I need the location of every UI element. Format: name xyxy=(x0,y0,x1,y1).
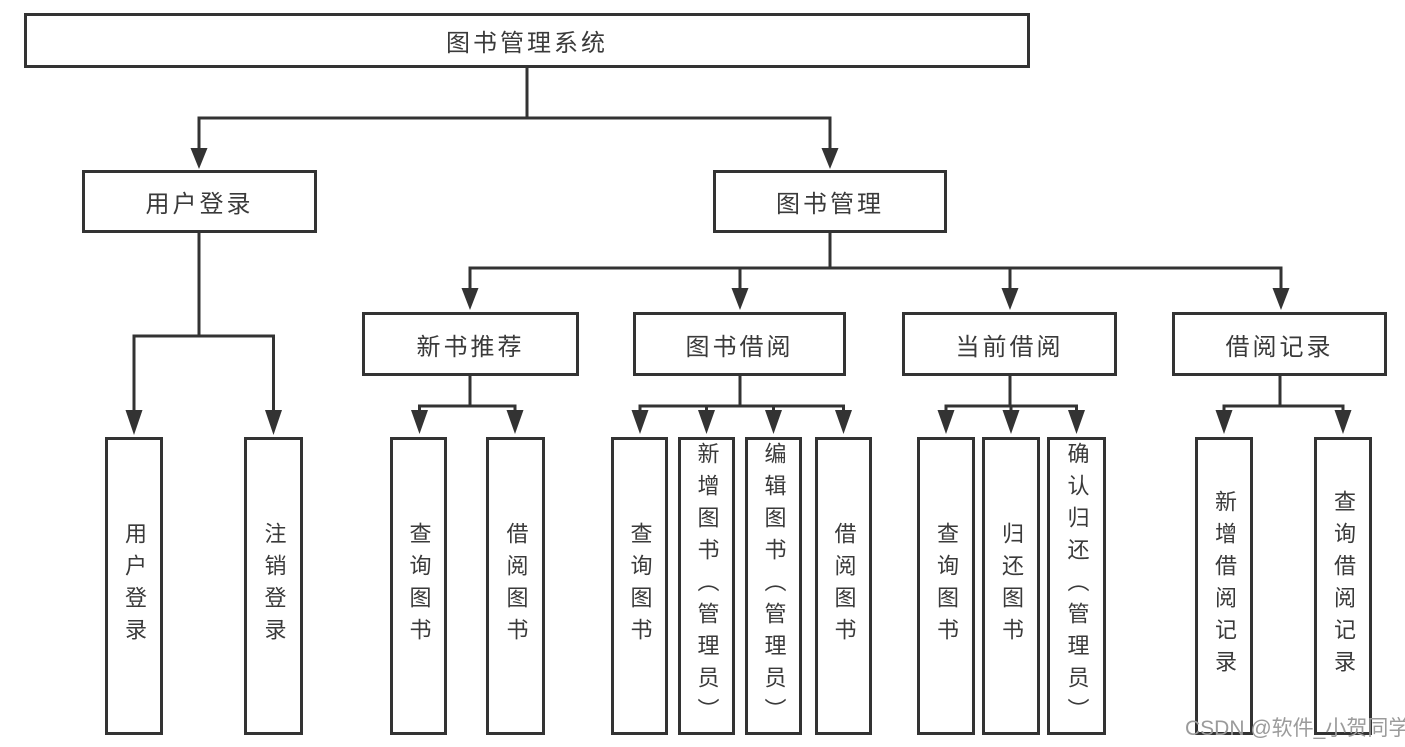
node-label: 编辑图书（管理员） xyxy=(761,442,787,730)
leaf-confirm-return-admin: 确认归还（管理员） xyxy=(1047,437,1106,735)
connector-segments xyxy=(132,68,1345,412)
node-label: 查询图书 xyxy=(406,522,432,650)
node-label: 借阅记录 xyxy=(1225,333,1334,361)
leaf-query-books-current: 查询图书 xyxy=(917,437,975,735)
leaf-edit-book-admin: 编辑图书（管理员） xyxy=(745,437,802,735)
node-borrowing-records: 借阅记录 xyxy=(1172,312,1387,376)
leaf-logout: 注销登录 xyxy=(244,437,303,735)
node-root-library-system: 图书管理系统 xyxy=(24,13,1030,68)
node-label: 查询借阅记录 xyxy=(1331,490,1356,682)
node-label: 新书推荐 xyxy=(416,333,525,361)
node-label: 当前借阅 xyxy=(955,333,1064,361)
node-label: 图书管理系统 xyxy=(446,30,608,57)
node-label: 用户登录 xyxy=(122,522,147,650)
leaf-query-books-borrowing: 查询图书 xyxy=(611,437,668,735)
node-current-borrowing: 当前借阅 xyxy=(902,312,1117,376)
node-label: 新增借阅记录 xyxy=(1212,490,1237,682)
node-new-book-recommendation: 新书推荐 xyxy=(362,312,579,376)
node-label: 图书借阅 xyxy=(685,333,794,361)
node-label: 查询图书 xyxy=(627,522,653,650)
node-label: 确认归还（管理员） xyxy=(1064,442,1090,730)
node-book-management: 图书管理 xyxy=(713,170,947,233)
node-user-login: 用户登录 xyxy=(82,170,317,233)
node-label: 注销登录 xyxy=(261,522,287,650)
leaf-add-book-admin: 新增图书（管理员） xyxy=(678,437,735,735)
node-label: 归还图书 xyxy=(999,522,1024,650)
leaf-query-borrow-record: 查询借阅记录 xyxy=(1314,437,1372,735)
arrowheads xyxy=(125,148,1352,435)
node-label: 用户登录 xyxy=(145,191,254,218)
node-label: 查询图书 xyxy=(934,522,959,650)
node-label: 图书管理 xyxy=(776,191,884,218)
node-label: 借阅图书 xyxy=(503,522,529,650)
leaf-borrow-books-recommend: 借阅图书 xyxy=(486,437,545,735)
leaf-borrow-books-borrowing: 借阅图书 xyxy=(815,437,872,735)
leaf-return-book: 归还图书 xyxy=(982,437,1040,735)
node-book-borrowing: 图书借阅 xyxy=(633,312,846,376)
leaf-add-borrow-record: 新增借阅记录 xyxy=(1195,437,1253,735)
node-label: 新增图书（管理员） xyxy=(694,442,720,730)
leaf-user-login: 用户登录 xyxy=(105,437,163,735)
csdn-watermark: CSDN @软件_小贺同学 xyxy=(1185,717,1405,740)
leaf-query-books-recommend: 查询图书 xyxy=(390,437,447,735)
node-label: 借阅图书 xyxy=(831,522,857,650)
